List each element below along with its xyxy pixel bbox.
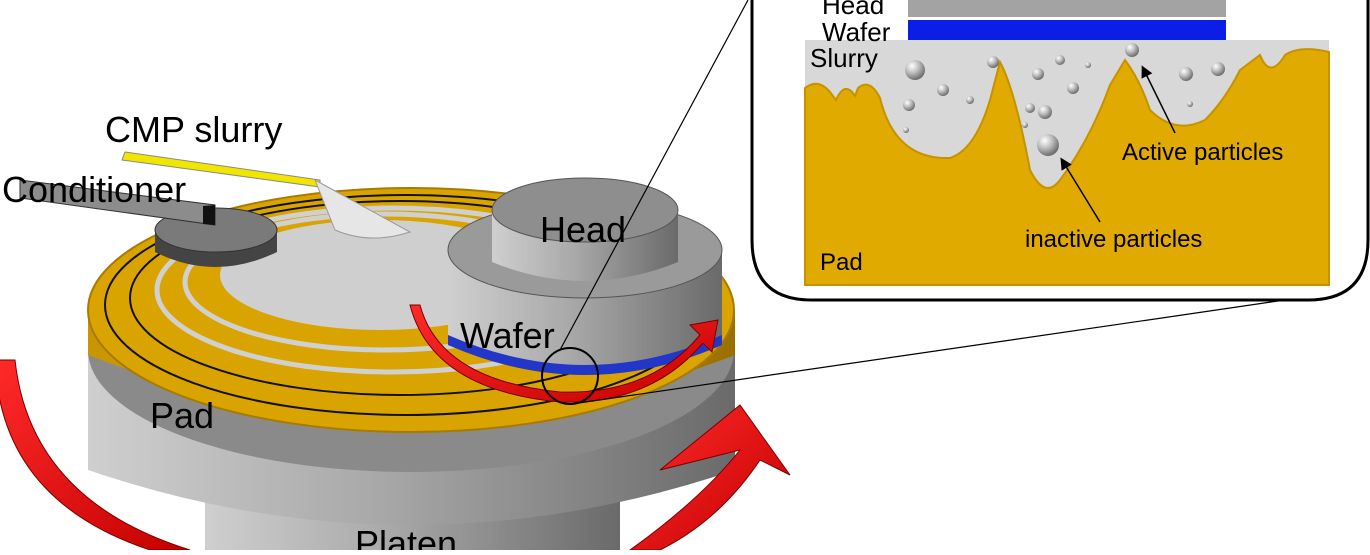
slurry-particles: [903, 43, 1225, 156]
zoom-leader-top: [559, 0, 749, 351]
particle: [1055, 55, 1065, 65]
zoom-circle: [541, 347, 599, 405]
inactive-particle: [1037, 134, 1059, 156]
particle: [1211, 62, 1225, 76]
particle: [905, 60, 925, 80]
particle: [1067, 82, 1079, 94]
inset-wafer-label: Wafer: [822, 17, 891, 47]
conditioner-label: Conditioner: [2, 169, 186, 210]
platen-label: Platen: [355, 523, 457, 550]
inset-wafer-block: [908, 20, 1226, 43]
inset-head-label: Head: [822, 0, 884, 20]
head-top-face: [491, 177, 679, 243]
conditioner-arm-end: [203, 205, 215, 225]
active-particles-label: Active particles: [1122, 139, 1283, 166]
particle: [937, 84, 949, 96]
inactive-particles-label: inactive particles: [1025, 226, 1202, 253]
particle: [1025, 103, 1035, 113]
inset-panel: Head Wafer Slurry Active particles inact…: [750, 0, 1370, 302]
wafer-label: Wafer: [460, 315, 555, 356]
slurry-feed: [121, 151, 412, 239]
platen-rotation-arrow-right: [628, 404, 791, 551]
head-rotation-arrow: [409, 304, 719, 403]
particle: [903, 127, 909, 133]
active-particle: [1125, 43, 1139, 57]
cmp-slurry-label: CMP slurry: [105, 109, 282, 150]
carrier-head: [447, 177, 723, 375]
particle: [1032, 68, 1044, 80]
inset-pad-surface: [804, 48, 1330, 286]
inset-slurry-label: Slurry: [810, 43, 878, 73]
zoom-leader-bottom: [571, 299, 1286, 405]
inset-head-block: [908, 0, 1226, 17]
inset-pad-label: Pad: [820, 249, 863, 276]
wafer-edge: [448, 335, 722, 375]
particle: [1038, 105, 1052, 119]
particle: [1187, 101, 1193, 107]
conditioner: [19, 179, 278, 267]
particle: [1179, 67, 1193, 81]
particle: [966, 96, 974, 104]
particle: [1022, 122, 1028, 128]
head-label: Head: [540, 209, 626, 250]
particle: [903, 99, 915, 111]
pad-label: Pad: [150, 395, 214, 436]
active-particles-pointer: [1141, 65, 1176, 134]
slurry-jet: [314, 178, 412, 239]
inactive-particles-pointer: [1060, 157, 1101, 223]
particle: [987, 56, 999, 68]
particle: [1085, 62, 1091, 68]
